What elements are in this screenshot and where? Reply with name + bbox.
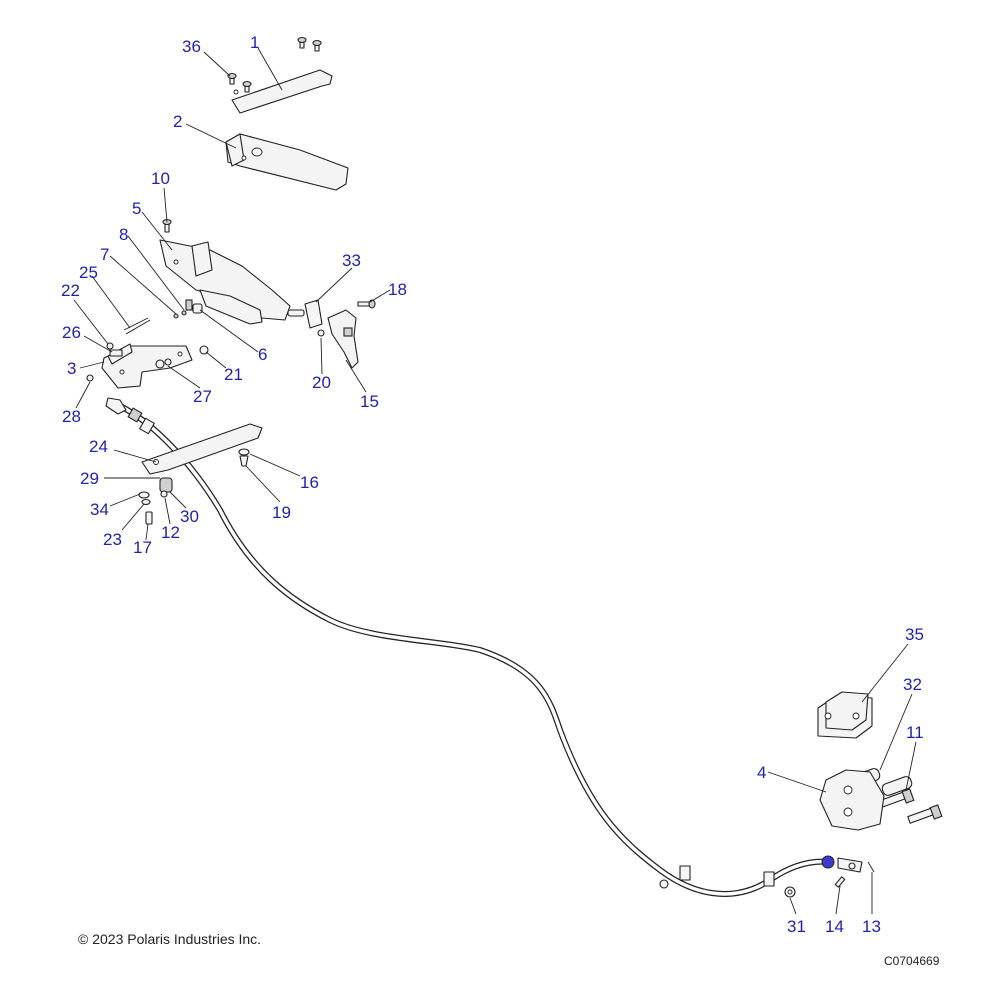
callout-8: 8 bbox=[119, 225, 128, 244]
callout-2: 2 bbox=[173, 112, 182, 131]
callout-18: 18 bbox=[388, 280, 407, 299]
part-2-bracket bbox=[225, 133, 349, 191]
part-31-nut bbox=[784, 886, 796, 898]
part-27-fastener bbox=[155, 358, 172, 369]
callout-7: 7 bbox=[100, 245, 109, 264]
part-26-clip bbox=[109, 349, 123, 357]
callout-20: 20 bbox=[312, 373, 331, 392]
part-12-washer bbox=[160, 490, 168, 498]
callout-32: 32 bbox=[903, 675, 922, 694]
callout-26: 26 bbox=[62, 323, 81, 342]
part-16-washer bbox=[238, 448, 250, 456]
callout-30: 30 bbox=[180, 507, 199, 526]
callout-36: 36 bbox=[182, 37, 201, 56]
part-35-brake-pads bbox=[817, 691, 873, 739]
callout-21: 21 bbox=[224, 365, 243, 384]
part-20-washer bbox=[317, 329, 325, 337]
part-14-pin bbox=[834, 876, 846, 888]
callout-29: 29 bbox=[80, 469, 99, 488]
callout-22: 22 bbox=[61, 281, 80, 300]
part-28-nut bbox=[86, 374, 94, 382]
callout-16: 16 bbox=[300, 473, 319, 492]
callout-23: 23 bbox=[103, 530, 122, 549]
part-13-clip bbox=[867, 861, 875, 873]
part-4-caliper-bracket bbox=[819, 769, 885, 831]
part-7-8-pins bbox=[173, 303, 203, 319]
callout-19: 19 bbox=[272, 503, 291, 522]
callout-5: 5 bbox=[132, 199, 141, 218]
callout-31: 31 bbox=[787, 917, 806, 936]
leader-lines bbox=[73, 47, 917, 915]
callout-4: 4 bbox=[757, 763, 766, 782]
part-36-screws bbox=[227, 36, 322, 93]
part-34-washer bbox=[138, 491, 150, 499]
callout-28: 28 bbox=[62, 407, 81, 426]
part-18-bolt bbox=[357, 299, 376, 309]
callout-1: 1 bbox=[250, 33, 259, 52]
callout-24: 24 bbox=[89, 437, 108, 456]
callout-3: 3 bbox=[67, 359, 76, 378]
callout-17: 17 bbox=[133, 538, 152, 557]
callout-14: 14 bbox=[825, 917, 844, 936]
part-15-handle bbox=[327, 309, 359, 369]
part-19-screw bbox=[239, 455, 249, 467]
part-1-plate bbox=[231, 69, 333, 114]
callout-11: 11 bbox=[906, 723, 924, 742]
part-33-plate bbox=[304, 299, 323, 329]
callout-34: 34 bbox=[90, 500, 109, 519]
copyright-notice: © 2023 Polaris Industries Inc. bbox=[78, 931, 262, 947]
callout-35: 35 bbox=[905, 625, 924, 644]
callout-6: 6 bbox=[258, 345, 267, 364]
brake-cable bbox=[105, 397, 863, 897]
callout-13: 13 bbox=[862, 917, 881, 936]
callout-25: 25 bbox=[79, 263, 98, 282]
callout-33: 33 bbox=[342, 251, 361, 270]
callout-27: 27 bbox=[193, 387, 212, 406]
part-5-lever-bracket bbox=[159, 239, 305, 325]
part-23-washer bbox=[141, 498, 151, 506]
part-17-bolt bbox=[145, 511, 153, 525]
callout-10: 10 bbox=[151, 169, 170, 188]
callout-12: 12 bbox=[161, 523, 180, 542]
figure-id: C0704669 bbox=[884, 954, 940, 968]
callout-15: 15 bbox=[360, 392, 379, 411]
callouts: 1 2 3 4 5 6 7 8 10 11 12 13 14 15 16 17 … bbox=[61, 33, 924, 936]
part-25-pin bbox=[123, 317, 151, 335]
part-22-nut bbox=[106, 342, 114, 350]
part-30-bushing bbox=[159, 477, 173, 493]
